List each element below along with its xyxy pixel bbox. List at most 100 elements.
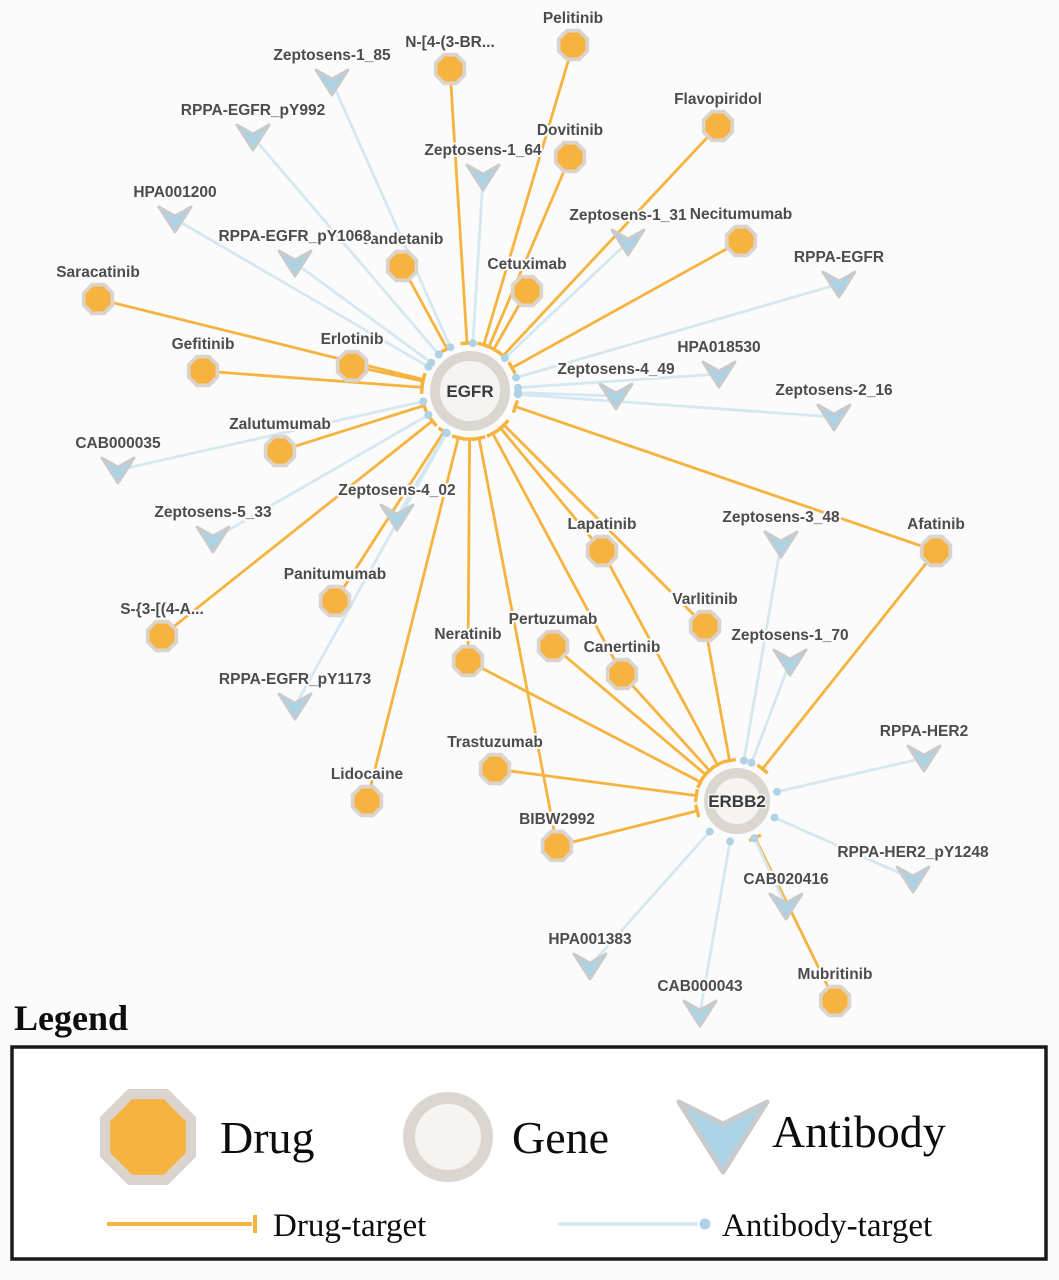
drug-octagon-icon: [267, 438, 293, 464]
node-zeptosens-4-02[interactable]: Zeptosens-4_02: [336, 480, 458, 532]
node-cab020416[interactable]: CAB020416: [741, 869, 831, 921]
node-saracatinib[interactable]: Saracatinib: [54, 262, 142, 316]
node-egfr[interactable]: EGFR: [430, 351, 510, 431]
edge-neratinib-erbb2: [467, 659, 702, 784]
drug-octagon-icon: [705, 113, 731, 139]
node-cetuximab[interactable]: Cetuximab: [485, 254, 569, 308]
flavopiridol-label: Flavopiridol: [674, 91, 762, 108]
pelitinib-label: Pelitinib: [543, 10, 603, 27]
node-lidocaine[interactable]: Lidocaine: [329, 764, 406, 818]
drug-octagon-icon: [455, 648, 481, 674]
node-flavopiridol[interactable]: Flavopiridol: [672, 89, 764, 143]
node-s-3-4-a[interactable]: S-{3-[(4-A...: [118, 599, 206, 653]
antibody-chevron-icon: [701, 360, 737, 389]
antibody-target-dot: [705, 827, 714, 836]
node-n-4-3-br[interactable]: N-[4-(3-BR...: [403, 32, 497, 86]
node-necitumumab[interactable]: Necitumumab: [688, 204, 794, 258]
node-zeptosens-1-31[interactable]: Zeptosens-1_31: [567, 205, 689, 257]
drug-octagon-icon: [437, 56, 463, 82]
edge-varlitinib-erbb2: [703, 625, 731, 761]
drug-target-tick: [472, 435, 486, 442]
antibody-target-dot: [427, 358, 436, 367]
node-hpa018530[interactable]: HPA018530: [675, 337, 763, 389]
antibody-target-dot: [773, 787, 781, 796]
node-zeptosens-3-48[interactable]: Zeptosens-3_48: [720, 507, 842, 559]
edge-afatinib-egfr: [514, 405, 937, 553]
erlotinib-label: Erlotinib: [321, 331, 384, 348]
node-zeptosens-5-33[interactable]: Zeptosens-5_33: [152, 502, 274, 554]
legend-drug-label: Drug: [220, 1112, 315, 1163]
node-zeptosens-1-70[interactable]: Zeptosens-1_70: [729, 625, 851, 677]
node-mubritinib[interactable]: Mubritinib: [796, 964, 874, 1018]
pertuzumab-label: Pertuzumab: [509, 611, 598, 628]
node-rppa-her2-py1248[interactable]: RPPA-HER2_pY1248: [835, 842, 991, 894]
antibody-chevron-icon: [277, 249, 313, 278]
node-rppa-egfr-py1068[interactable]: RPPA-EGFR_pY1068: [216, 226, 374, 278]
node-zeptosens-4-49[interactable]: Zeptosens-4_49: [555, 359, 677, 411]
node-gefitinib[interactable]: Gefitinib: [170, 334, 236, 388]
edge-zeptosens-1-31-egfr: [503, 240, 629, 360]
node-pertuzumab[interactable]: Pertuzumab: [507, 609, 599, 663]
edge-s-3-4-a-egfr: [161, 419, 434, 638]
node-hpa001200[interactable]: HPA001200: [131, 182, 219, 234]
node-zeptosens-2-16[interactable]: Zeptosens-2_16: [773, 380, 895, 432]
legend-drug-icon: [110, 1099, 186, 1175]
drug-octagon-icon: [923, 538, 949, 564]
node-rppa-egfr-py1173[interactable]: RPPA-EGFR_pY1173: [217, 669, 373, 721]
node-neratinib[interactable]: Neratinib: [432, 624, 504, 678]
drug-octagon-icon: [822, 988, 848, 1014]
node-trastuzumab[interactable]: Trastuzumab: [445, 732, 545, 786]
rppa-egfr-py1173-label: RPPA-EGFR_pY1173: [219, 671, 372, 688]
node-vandetanib[interactable]: Vandetanib: [359, 229, 445, 283]
node-erbb2[interactable]: ERBB2: [704, 768, 770, 834]
edge-zeptosens-1-64-egfr: [471, 176, 485, 344]
drug-target-tick: [451, 434, 466, 441]
node-zeptosens-1-85[interactable]: Zeptosens-1_85: [271, 45, 393, 97]
drug-octagon-icon: [692, 613, 718, 639]
node-zeptosens-1-64[interactable]: Zeptosens-1_64: [422, 140, 544, 192]
node-hpa001383[interactable]: HPA001383: [546, 929, 634, 981]
node-rppa-egfr-py992[interactable]: RPPA-EGFR_pY992: [179, 100, 327, 152]
drug-octagon-icon: [560, 32, 586, 58]
edge-rppa-egfr-py1173-egfr: [293, 432, 448, 707]
antibody-chevron-icon: [768, 892, 804, 921]
antibody-chevron-icon: [379, 503, 415, 532]
node-bibw2992[interactable]: BIBW2992: [517, 809, 597, 863]
node-lapatinib[interactable]: Lapatinib: [566, 514, 638, 568]
node-erlotinib[interactable]: Erlotinib: [319, 329, 385, 383]
antibody-target-dot: [512, 373, 521, 382]
node-panitumumab[interactable]: Panitumumab: [282, 564, 388, 618]
drug-octagon-icon: [514, 278, 540, 304]
edge-canertinib-erbb2: [620, 673, 711, 772]
drug-target-tick: [703, 764, 716, 777]
mubritinib-label: Mubritinib: [798, 966, 873, 983]
node-zalutumumab[interactable]: Zalutumumab: [227, 414, 333, 468]
cab000043-label: CAB000043: [657, 978, 743, 995]
node-dovitinib[interactable]: Dovitinib: [535, 120, 605, 174]
vandetanib-label: Vandetanib: [361, 231, 444, 248]
node-pelitinib[interactable]: Pelitinib: [541, 8, 605, 62]
node-canertinib[interactable]: Canertinib: [582, 637, 662, 691]
node-rppa-egfr[interactable]: RPPA-EGFR: [792, 247, 886, 299]
drug-octagon-icon: [339, 353, 365, 379]
drug-target-tick: [693, 804, 701, 818]
drug-octagon-icon: [389, 253, 415, 279]
legend-antibody-label: Antibody: [772, 1106, 946, 1157]
node-rppa-her2[interactable]: RPPA-HER2: [878, 721, 970, 773]
edge-saracatinib-egfr: [97, 297, 424, 381]
lidocaine-label: Lidocaine: [331, 766, 404, 783]
drug-octagon-icon: [85, 286, 111, 312]
node-cab000043[interactable]: CAB000043: [655, 976, 745, 1028]
zeptosens-1-70-label: Zeptosens-1_70: [731, 627, 848, 644]
zeptosens-5-33-label: Zeptosens-5_33: [154, 504, 272, 521]
antibody-chevron-icon: [572, 952, 608, 981]
panitumumab-label: Panitumumab: [284, 566, 386, 583]
node-cab000035[interactable]: CAB000035: [73, 433, 163, 485]
node-varlitinib[interactable]: Varlitinib: [670, 589, 740, 643]
node-afatinib[interactable]: Afatinib: [905, 514, 967, 568]
cab020416-label: CAB020416: [743, 871, 829, 888]
edge-necitumumab-egfr: [511, 239, 742, 370]
antibody-chevron-icon: [195, 525, 231, 554]
